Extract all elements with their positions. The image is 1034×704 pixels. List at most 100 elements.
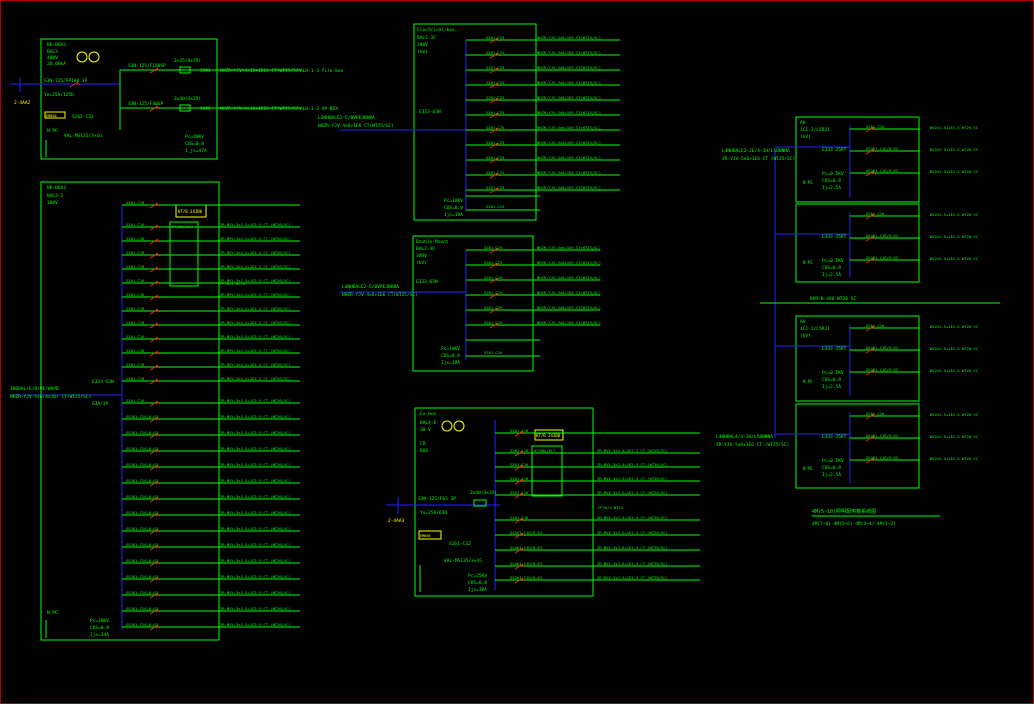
branch-circuit: ZR-BVV-3x2.5+1E2.5 CT (WT20/SC) bbox=[220, 414, 291, 419]
branch-breaker bbox=[489, 52, 499, 59]
branch-circuit: NHZR-YJV-3x6+1E6 CT(WT25/SC) bbox=[537, 155, 601, 160]
label-text: AT/BAL/KLT bbox=[534, 449, 556, 453]
branch-breaker bbox=[865, 457, 875, 464]
label-text: FP7b/3 NT13 bbox=[598, 505, 623, 510]
branch-circuit: NHZR-YJV-3x6+1E6 CT(WT25/SC) bbox=[537, 50, 601, 55]
breaker-1 bbox=[149, 67, 159, 74]
label-text: S261-C16 bbox=[510, 448, 529, 453]
breaker-tick bbox=[496, 188, 501, 192]
breaker-tick bbox=[496, 113, 501, 117]
branch-circuit: ZR-BVV-3x2.5+1E2.5 CT (WT20/SC) bbox=[220, 236, 291, 241]
right-panel-box bbox=[795, 203, 920, 283]
breaker-tick bbox=[156, 401, 161, 405]
branch-breaker bbox=[865, 325, 875, 332]
branch-breaker bbox=[865, 213, 875, 220]
label-text: NHZR-YJV-4x6+1E6 CT(WT25/SC) bbox=[318, 123, 394, 129]
label-text: 3×25(4x35) bbox=[174, 58, 201, 64]
label-text: ZR-YJV-5x6+1E6 CT (WT25/SC) bbox=[716, 442, 789, 448]
label-text: Ijs=19A bbox=[441, 360, 460, 366]
branch-breaker bbox=[489, 127, 499, 134]
branch-breaker bbox=[149, 576, 159, 583]
branch-breaker bbox=[149, 432, 159, 439]
breaker-tick bbox=[156, 309, 161, 313]
branch-breaker bbox=[149, 528, 159, 535]
breaker-tick bbox=[521, 479, 526, 483]
label-text: E333-63N bbox=[419, 109, 441, 115]
branch-breaker bbox=[149, 266, 159, 273]
label-text: GS261-C16/0.03 bbox=[866, 367, 898, 372]
kt-box bbox=[534, 429, 564, 441]
label-text: Pc=20KV bbox=[90, 618, 109, 624]
branch-circuit: ZR-BVV-3x2.5+1E2.5 CT (WT20/SC) bbox=[597, 448, 668, 453]
branch-breaker-label: GS261-C16/0.03 bbox=[126, 446, 158, 451]
branch-circuit: BV2x2.5+1E2.5 WT20 SC bbox=[930, 169, 978, 174]
label-text: S261-C25 bbox=[484, 290, 502, 295]
label-text: CR bbox=[420, 441, 426, 447]
label-text: COS=0.8 bbox=[441, 353, 460, 359]
label-text: AH bbox=[800, 319, 806, 325]
breaker-tick bbox=[156, 465, 161, 469]
breaker-tick bbox=[496, 143, 501, 147]
label-text: NHZR-YJV-5x6(4x10) CT(WT25/SC) bbox=[10, 394, 91, 400]
meter-label: EM650 bbox=[46, 114, 57, 118]
breaker-tick bbox=[156, 497, 161, 501]
label-text: GS261-C16/0.03 bbox=[866, 433, 898, 438]
label-text: Ijs=19A bbox=[444, 212, 463, 218]
label-text: S261-C16 bbox=[510, 490, 529, 495]
label-text: Pc=10KV bbox=[441, 346, 460, 352]
branch-circuit: BV2x2.5+1E2.5 WT20 SC bbox=[930, 412, 978, 417]
breaker-tick bbox=[521, 533, 526, 537]
branch-breaker bbox=[489, 262, 499, 269]
branch-breaker bbox=[514, 547, 524, 554]
label-text: Pc=25KV bbox=[468, 573, 487, 579]
branch-breaker bbox=[489, 172, 499, 179]
breaker-tick bbox=[496, 293, 501, 297]
branch-circuit: ZR-BVV-3x2.5+1E2.5 CT (WT20/SC) bbox=[597, 545, 668, 550]
branch-circuit: BV2x2.5+1E2.5 WT20 SC bbox=[930, 256, 978, 261]
breaker-tick bbox=[521, 465, 526, 469]
branch-breaker bbox=[865, 126, 875, 133]
label-text: COS=0.8 bbox=[822, 178, 841, 184]
label-text: GS261-C16/0.03 bbox=[866, 455, 898, 460]
branch-breaker-label: S261-C16 bbox=[126, 362, 145, 367]
breaker-tick bbox=[872, 171, 877, 175]
branch-breaker bbox=[514, 450, 524, 457]
label-text: E333-25RT bbox=[822, 346, 847, 352]
kt-label: KT/B 24JB0 bbox=[178, 209, 203, 214]
branch-circuit: BV2x2.5+1E2.5 WT20 SC bbox=[930, 324, 978, 329]
branch-breaker bbox=[489, 142, 499, 149]
breaker-tick bbox=[872, 370, 877, 374]
branch-breaker-label: S261-C16 bbox=[126, 278, 145, 283]
label-text: L4NHBALE2-E/BVPE3NHBA bbox=[342, 284, 399, 290]
branch-breaker bbox=[149, 416, 159, 423]
breaker-tick bbox=[496, 278, 501, 282]
breaker-tick bbox=[496, 53, 501, 57]
branch-circuit: ZR-BVV-3x2.5+1E2.5 CT (WT20/SC) bbox=[220, 306, 291, 311]
branch-breaker bbox=[149, 308, 159, 315]
right-panel-box bbox=[795, 403, 920, 489]
label-text: Electrical-box bbox=[417, 27, 455, 33]
branch-circuit: NHZR-YJV-3x6+1E6 CT(WT25/SC) bbox=[537, 125, 601, 130]
breaker-tick bbox=[496, 173, 501, 177]
branch-breaker bbox=[514, 478, 524, 485]
label-text: BAL3 bbox=[47, 49, 58, 55]
branch-breaker bbox=[489, 82, 499, 89]
label-text: GS261-C16/0.03 bbox=[866, 255, 898, 260]
contactor-box bbox=[531, 445, 563, 497]
ct-box-1 bbox=[179, 66, 191, 74]
branch-breaker-label: S261-C25 bbox=[486, 170, 504, 175]
label-text: Ij=2.5A bbox=[822, 185, 841, 191]
branch-circuit: ZR-BVV-3x2.5+1E2.5 CT (WT20/SC) bbox=[220, 606, 291, 611]
label-text: BAL4-E bbox=[420, 420, 437, 426]
label-text: Pc=0.5KV bbox=[822, 258, 844, 264]
branch-breaker-label: GS261-C16/0.03 bbox=[126, 526, 158, 531]
breaker-tick bbox=[156, 433, 161, 437]
breaker-tick bbox=[156, 365, 161, 369]
label-text: (kV) bbox=[800, 333, 811, 339]
branch-circuit: ZR-BVV-3x2.5+1E2.5 CT (WT20/SC) bbox=[220, 478, 291, 483]
meter-v-icon bbox=[88, 51, 100, 63]
branch-breaker-label: S261-C16 bbox=[126, 264, 145, 269]
label-text: GS261-C16/0.03 bbox=[510, 530, 542, 535]
breaker-tick bbox=[156, 267, 161, 271]
fp-label: FP7b/3 NT13 bbox=[220, 281, 245, 286]
